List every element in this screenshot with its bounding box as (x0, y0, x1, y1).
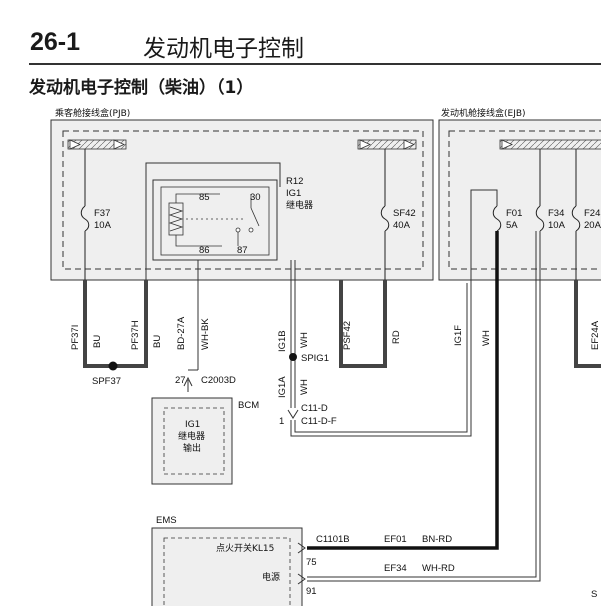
wire-label-pf37i: PF37I (70, 325, 81, 350)
bcm-function-line-2: 继电器 (178, 430, 205, 442)
fuse-f34-name: F34 (548, 208, 564, 219)
splice-spf37-label: SPF37 (92, 376, 121, 387)
relay-pin-85: 85 (199, 192, 210, 203)
ems-box: EMS 点火开关KL15 电源 75 91 (151, 515, 317, 606)
wire-label-wh-1: WH (299, 332, 310, 348)
wire-label-pf37h: PF37H (130, 320, 141, 350)
wire-label-bu-1: BU (92, 335, 103, 348)
fuse-f37-name: F37 (94, 208, 110, 219)
wire-label-ef34: EF34 (384, 563, 407, 574)
relay-pin-86: 86 (199, 245, 210, 256)
relay-pin-30: 30 (250, 192, 261, 203)
wire-ig1: SPIG1 (287, 260, 472, 437)
wire-label-bu-2: BU (152, 335, 163, 348)
pjb-busbar-left (67, 139, 127, 150)
connector-c2003d: C2003D (201, 375, 236, 386)
fuse-f01: F01 5A (492, 205, 522, 232)
wire-pf37: SPF37 (83, 280, 148, 387)
fuse-f01-rating: 5A (506, 220, 518, 231)
relay-name: IG1 (286, 188, 301, 199)
wire-label-bnrd: BN-RD (422, 534, 452, 545)
wire-label-psf42: PSF42 (342, 321, 353, 350)
connector-c2003d-pin: 27 (175, 375, 186, 386)
bcm-function-line-1: IG1 (185, 420, 200, 430)
wire-psf42 (339, 280, 387, 368)
section-title: 发动机电子控制 (143, 36, 304, 62)
relay-r12: 85 86 30 87 R12 IG1 继电器 (145, 162, 313, 283)
connector-pin-91: 91 (306, 586, 317, 597)
relay-kind: 继电器 (286, 199, 313, 211)
splice-spig1-label: SPIG1 (301, 353, 329, 364)
wire-bd27a (183, 260, 199, 392)
wire-label-wh-2: WH (299, 379, 310, 395)
splice-spf37 (108, 361, 118, 371)
header-rule (29, 63, 601, 65)
bcm-box: BCM IG1 继电器 输出 (151, 397, 259, 485)
fuse-f37-rating: 10A (94, 220, 112, 231)
wire-label-whrd: WH-RD (422, 563, 455, 574)
ejb-busbar (499, 139, 601, 150)
connector-c11df-pin: 1 (279, 416, 284, 427)
wire-label-bd27a: BD-27A (176, 316, 187, 350)
ems-label: EMS (156, 515, 177, 526)
fuse-f34-rating: 10A (548, 220, 566, 231)
fuse-f01-name: F01 (506, 208, 522, 219)
connector-c1101b: C1101B (316, 534, 350, 545)
fuse-f34: F34 10A (535, 149, 566, 232)
splice-spig1 (289, 353, 297, 361)
fuse-sf42-name: SF42 (393, 208, 416, 219)
wire-label-ef24a: EF24A (590, 320, 601, 350)
wire-label-ig1f: IG1F (453, 325, 464, 346)
connector-c11df: C11-D-F (301, 416, 337, 427)
fuse-f24: F24 20A (571, 149, 601, 283)
wire-label-rd: RD (391, 330, 402, 344)
diagram-subtitle: 发动机电子控制（柴油）（1） (29, 78, 254, 98)
wire-ef24a (574, 280, 601, 368)
ems-signal-kl15: 点火开关KL15 (216, 542, 274, 554)
page-edge-letter: S (591, 589, 597, 600)
wire-label-ef01: EF01 (384, 534, 407, 545)
fuse-sf42: SF42 40A (380, 149, 416, 283)
section-number: 26-1 (30, 28, 81, 56)
bcm-function-line-3: 输出 (183, 442, 201, 454)
wire-label-ig1a: IG1A (277, 376, 288, 398)
fuse-f37: F37 10A (80, 149, 112, 283)
pjb-busbar-right (357, 139, 417, 150)
wire-label-wh-3: WH (481, 330, 492, 346)
wire-label-ig1b: IG1B (277, 330, 288, 352)
fuse-f24-name: F24 (584, 208, 600, 219)
relay-pin-87: 87 (237, 245, 248, 256)
fuse-f24-rating: 20A (584, 220, 601, 231)
fuse-sf42-rating: 40A (393, 220, 411, 231)
connector-c11d: C11-D (301, 403, 328, 414)
bcm-label: BCM (238, 400, 259, 411)
relay-id: R12 (286, 176, 303, 187)
wire-label-whbk: WH-BK (200, 318, 211, 350)
pjb-label: 乘客舱接线盒(PJB) (55, 107, 130, 119)
ejb-box: 发动机舱接线盒(EJB) (438, 107, 601, 281)
connector-pin-75: 75 (306, 557, 317, 568)
wire-ef34 (307, 231, 541, 582)
ems-signal-power: 电源 (262, 571, 280, 583)
wire-ef01 (307, 231, 499, 550)
ejb-label: 发动机舱接线盒(EJB) (441, 107, 526, 119)
